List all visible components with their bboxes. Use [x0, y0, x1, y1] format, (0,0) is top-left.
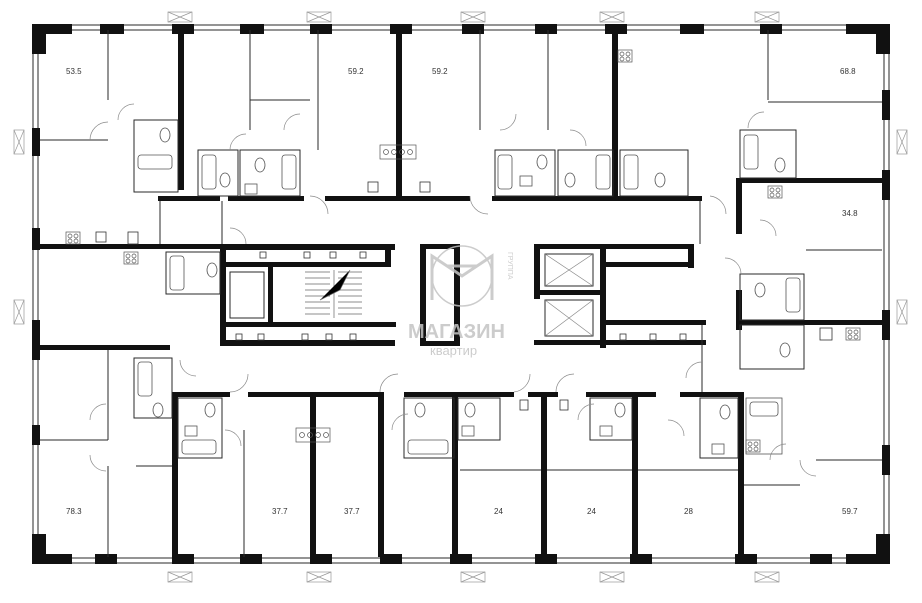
outer-walls	[32, 24, 890, 564]
watermark-logo: МАГАЗИН квартир ГРУППА	[408, 245, 513, 358]
door-swings	[89, 103, 817, 477]
watermark-logo-icon	[430, 253, 494, 300]
area-label-apt-12: 59.7	[842, 507, 858, 516]
area-label-apt-2: 59.2	[348, 67, 364, 76]
kitchen-stoves	[65, 49, 861, 453]
area-label-apt-7: 37.7	[272, 507, 288, 516]
area-label-apt-6: 78.3	[66, 507, 82, 516]
sanitary-fixtures	[152, 127, 791, 455]
area-label-apt-8: 37.7	[344, 507, 360, 516]
area-labels: 53.5 59.2 59.2 68.8 34.8 78.3 37.7 37.7 …	[66, 67, 858, 516]
area-label-apt-3: 59.2	[432, 67, 448, 76]
column-markers	[95, 181, 833, 411]
area-label-apt-11: 28	[684, 507, 693, 516]
watermark-brand: МАГАЗИН	[408, 321, 505, 343]
stair	[305, 269, 362, 318]
window-markers	[13, 11, 908, 583]
bathrooms	[133, 119, 805, 459]
interior-partitions	[40, 30, 882, 557]
central-core	[220, 244, 706, 348]
structural-walls	[32, 30, 882, 557]
watermark-sub: квартир	[430, 343, 477, 358]
area-label-apt-1: 53.5	[66, 67, 82, 76]
area-label-apt-9: 24	[494, 507, 503, 516]
watermark-side: ГРУППА	[506, 252, 513, 280]
area-label-apt-4: 68.8	[840, 67, 856, 76]
area-label-apt-10: 24	[587, 507, 596, 516]
area-label-apt-5: 34.8	[842, 209, 858, 218]
